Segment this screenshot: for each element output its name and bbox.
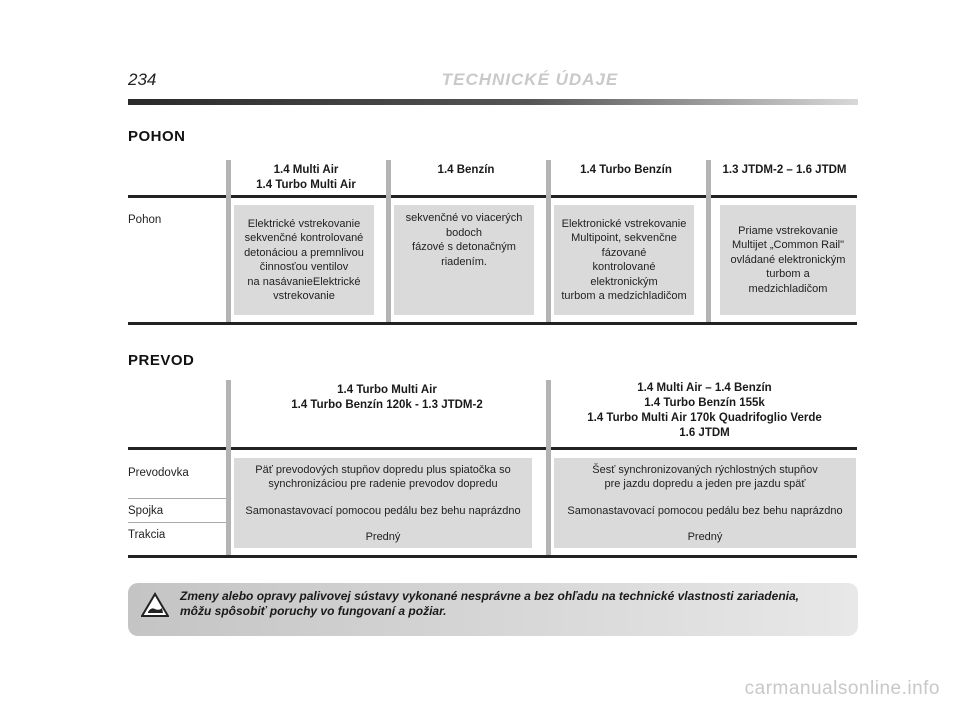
cell-line: kontrolované xyxy=(592,261,656,273)
cell-line: Šesť synchronizovaných rýchlostných stup… xyxy=(592,464,818,476)
cell-line: Priame vstrekovanie xyxy=(738,224,838,237)
prevod-col-1-line2: 1.4 Turbo Benzín 120k - 1.3 JTDM-2 xyxy=(291,399,483,411)
spojka-col2: Samonastavovací pomocou pedálu bez behu … xyxy=(567,505,843,517)
pohon-cell-1: Elektrické vstrekovanie sekvenčné kontro… xyxy=(234,205,374,315)
cell-line: Multipoint, sekvenčne xyxy=(571,232,677,244)
pohon-cell-4: Priame vstrekovanie Multijet „Common Rai… xyxy=(720,205,856,315)
prevod-cell-col1: Päť prevodových stupňov dopredu plus spi… xyxy=(234,458,532,548)
cell-line: činnosťou ventilov xyxy=(259,261,349,273)
prevod-col-2-line3: 1.4 Turbo Multi Air 170k Quadrifoglio Ve… xyxy=(587,412,822,424)
cell-line: fázové s detonačným xyxy=(412,241,516,253)
pohon-divider-1 xyxy=(226,160,231,322)
cell-line: na nasávanieElektrické xyxy=(247,275,361,288)
warning-note-line2: môžu spôsobiť poruchy vo fungovaní a pož… xyxy=(180,604,447,618)
cell-line: medzichladičom xyxy=(748,282,828,295)
prevod-col-2-line2: 1.4 Turbo Benzín 155k xyxy=(644,397,765,409)
prevod-cell-col2: Šesť synchronizovaných rýchlostných stup… xyxy=(554,458,856,548)
prevod-col-2-line1: 1.4 Multi Air – 1.4 Benzín xyxy=(637,382,772,394)
warning-note-text: Zmeny alebo opravy palivovej sústavy vyk… xyxy=(180,589,850,619)
prevodovka-col1: Päť prevodových stupňov dopredu plus spi… xyxy=(234,463,532,491)
cell-line: ovládané elektronickým xyxy=(730,253,846,266)
cell-line: detonáciou a premnlivou xyxy=(244,246,364,259)
pohon-cell-2: sekvenčné vo viacerých bodoch fázové s d… xyxy=(394,205,534,315)
prevod-bottom-rule xyxy=(128,555,857,558)
row-label-prevodovka: Prevodovka xyxy=(128,467,189,479)
running-title: TECHNICKÉ ÚDAJE xyxy=(441,70,619,89)
row-label-pohon: Pohon xyxy=(128,214,162,226)
pohon-divider-2 xyxy=(386,160,391,322)
warning-note xyxy=(128,583,858,636)
pohon-cell-3: Elektronické vstrekovanie Multipoint, se… xyxy=(554,205,694,315)
pohon-col-1-line2: 1.4 Turbo Multi Air xyxy=(256,179,356,191)
row-separator-2 xyxy=(128,522,226,523)
pohon-col-2-header: 1.4 Benzín xyxy=(392,163,540,178)
prevod-col-1-line1: 1.4 Turbo Multi Air xyxy=(337,384,437,396)
pohon-col-3-line1: 1.4 Turbo Benzín xyxy=(580,164,672,176)
pohon-col-2-line1: 1.4 Benzín xyxy=(437,164,495,176)
pohon-divider-3 xyxy=(546,160,551,322)
cell-line: Elektrické vstrekovanie xyxy=(247,217,361,230)
pohon-divider-4 xyxy=(706,160,711,322)
prevod-header-rule xyxy=(128,447,857,450)
page-number: 234 xyxy=(128,70,157,89)
cell-line: sekvenčné vo viacerých xyxy=(405,212,523,224)
spojka-col1: Samonastavovací pomocou pedálu bez behu … xyxy=(245,505,521,517)
prevodovka-col2: Šesť synchronizovaných rýchlostných stup… xyxy=(554,463,856,491)
prevod-divider-1 xyxy=(226,380,231,556)
row-separator-1 xyxy=(128,498,226,499)
section-title-prevod: PREVOD xyxy=(128,352,195,369)
prevod-col-2-header: 1.4 Multi Air – 1.4 Benzín 1.4 Turbo Ben… xyxy=(552,381,857,441)
pohon-col-4-line1: 1.3 JTDM-2 – 1.6 JTDM xyxy=(722,164,847,176)
pohon-header-rule xyxy=(128,195,857,198)
row-label-spojka: Spojka xyxy=(128,505,164,517)
cell-line: turbom a xyxy=(766,268,810,281)
prevod-col-1-header: 1.4 Turbo Multi Air 1.4 Turbo Benzín 120… xyxy=(232,383,542,413)
row-label-trakcia: Trakcia xyxy=(128,529,166,541)
warning-triangle-icon xyxy=(141,592,169,617)
prevod-col-2-line4: 1.6 JTDM xyxy=(679,427,730,439)
section-title-pohon: POHON xyxy=(128,128,186,145)
watermark: carmanualsonline.info xyxy=(744,678,940,699)
pohon-col-1-header: 1.4 Multi Air 1.4 Turbo Multi Air xyxy=(232,163,380,193)
trakcia-col1: Predný xyxy=(365,531,401,543)
cell-line: vstrekovanie xyxy=(273,290,335,302)
cell-line: sekvenčné kontrolované xyxy=(244,232,364,244)
header-rule xyxy=(128,99,858,105)
cell-line: Päť prevodových stupňov dopredu plus spi… xyxy=(255,464,511,476)
pohon-col-1-line1: 1.4 Multi Air xyxy=(273,164,339,176)
trakcia-col2: Predný xyxy=(687,531,723,543)
warning-note-line1: Zmeny alebo opravy palivovej sústavy vyk… xyxy=(180,589,799,603)
cell-line: elektronickým xyxy=(590,275,658,288)
pohon-col-3-header: 1.4 Turbo Benzín xyxy=(552,163,700,178)
cell-line: Elektronické vstrekovanie xyxy=(561,217,687,230)
cell-line: bodoch xyxy=(445,226,483,239)
cell-line: riadením. xyxy=(441,255,487,268)
pohon-col-4-header: 1.3 JTDM-2 – 1.6 JTDM xyxy=(712,163,857,178)
prevod-divider-2 xyxy=(546,380,551,556)
cell-line: synchronizáciou pre radenie prevodov dop… xyxy=(268,478,498,490)
cell-line: turbom a medzichladičom xyxy=(561,290,687,302)
cell-line: fázované xyxy=(601,246,647,259)
cell-line: pre jazdu dopredu a jeden pre jazdu späť xyxy=(604,478,806,490)
pohon-bottom-rule xyxy=(128,322,857,325)
cell-line: Multijet „Common Rail" xyxy=(731,239,845,252)
